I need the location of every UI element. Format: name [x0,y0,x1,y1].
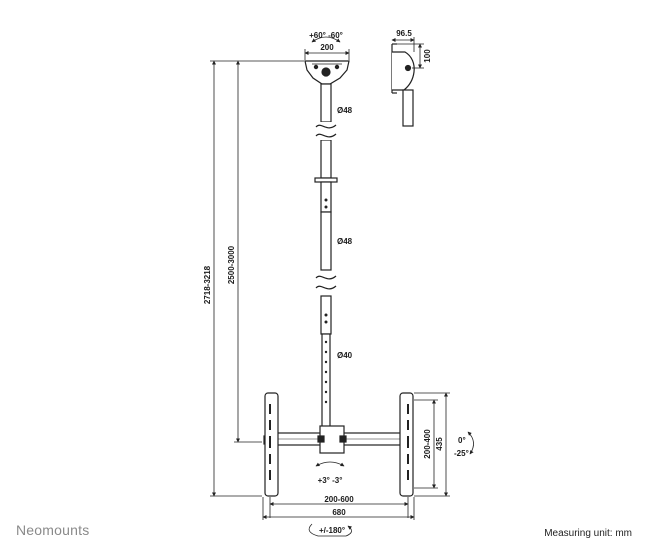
tube-upper-diameter-label: Ø48 [337,106,353,115]
bracket-width-label: 680 [332,508,346,517]
dimension-lines [210,36,474,537]
tube-lower-diameter-label: Ø40 [337,351,353,360]
pole-height-label: 2500-3000 [227,245,236,284]
vesa-bracket-left [264,392,279,497]
total-height-label: 2718-3218 [203,265,212,304]
vesa-bracket-right [399,392,414,497]
break-symbol-upper [315,122,337,140]
brand-logo-text: Neomounts [16,522,90,538]
measuring-unit-note: Measuring unit: mm [544,528,632,539]
tilt-up-label: 0° [458,436,466,445]
pole-adjustment-holes [324,198,328,404]
tube-middle-diameter-label: Ø48 [337,237,353,246]
side-height-label: 100 [423,49,432,63]
swivel-label: +/-180° [319,526,345,535]
tilt-down-label: -25° [454,449,469,458]
screen-crossbar [263,425,413,454]
bracket-height-label: 435 [435,437,444,451]
ceiling-plate-front [304,60,350,85]
plate-width-label: 200 [320,43,334,52]
vesa-width-label: 200-600 [324,495,354,504]
break-symbol-lower [315,272,337,294]
plate-tilt-label: +60° -60° [309,31,343,40]
screen-roll-label: +3° -3° [318,476,343,485]
vesa-height-label: 200-400 [423,429,432,459]
ceiling-plate-side-view [391,43,415,127]
side-depth-label: 96.5 [396,29,412,38]
